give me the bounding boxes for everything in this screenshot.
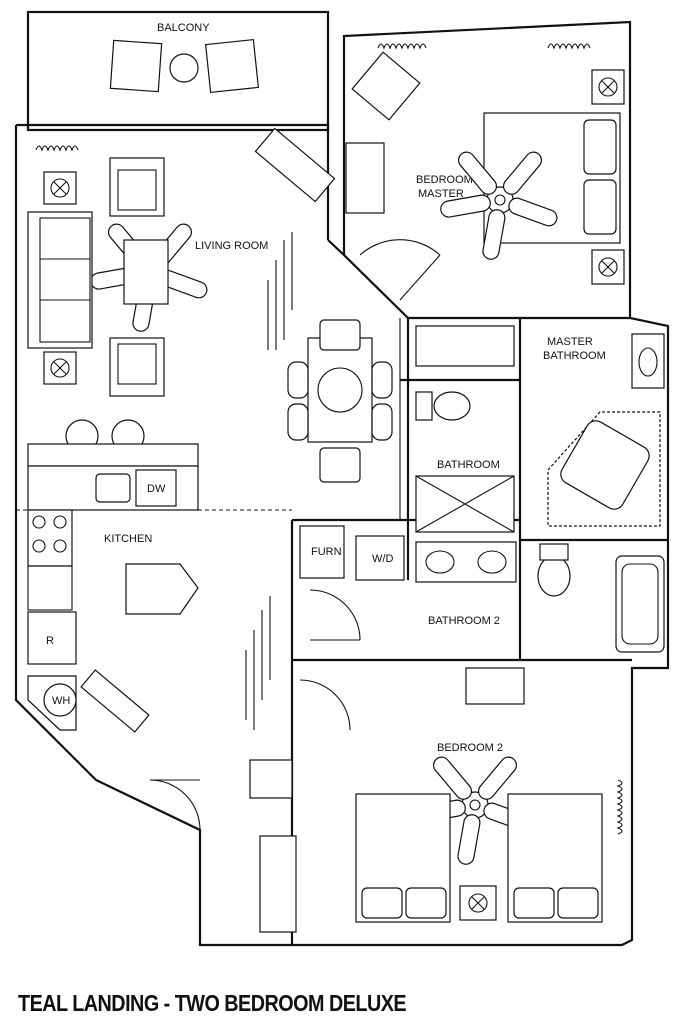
room-label-bathroom-2: BATHROOM 2 (428, 615, 500, 627)
dining-chair (287, 361, 309, 399)
master-bedroom: BEDROOM MASTER (345, 51, 625, 301)
dining-chair (287, 403, 309, 441)
ceiling-fan (440, 151, 558, 260)
room-label-bedroom-master-2: MASTER (418, 188, 464, 200)
label-dw: DW (147, 483, 166, 495)
dining-chair (371, 361, 393, 399)
kitchen: KITCHEN DW R WH (27, 443, 271, 831)
water-heater (43, 683, 77, 717)
label-wd: W/D (372, 553, 393, 565)
room-label-master-bathroom-1: MASTER (547, 336, 593, 348)
toilet (537, 555, 571, 597)
balcony: BALCONY (109, 22, 260, 94)
refrigerator (27, 611, 77, 665)
dining-chair (371, 403, 393, 441)
pantry-shelf (80, 669, 150, 733)
closet-shelf (259, 835, 297, 933)
pillow (583, 119, 617, 175)
radiators (35, 43, 623, 835)
double-vanity (415, 541, 517, 583)
dining-chair (319, 319, 361, 351)
armchair (351, 51, 421, 121)
room-label-master-bathroom-2: BATHROOM (543, 350, 606, 362)
bathtub (615, 555, 665, 653)
furnace (299, 525, 345, 579)
end-table (43, 171, 77, 205)
room-label-balcony: BALCONY (157, 22, 210, 34)
dining-table (307, 337, 373, 443)
armchair (109, 157, 165, 217)
living-room: LIVING ROOM (27, 127, 393, 483)
dishwasher (135, 469, 177, 507)
dresser (465, 667, 525, 705)
dresser (345, 142, 385, 214)
vanity (631, 333, 665, 389)
balcony-chair (204, 38, 260, 94)
closet-shelf (249, 759, 293, 799)
room-label-kitchen: KITCHEN (104, 533, 152, 545)
utility: FURN W/D (299, 525, 405, 731)
kitchen-bar (27, 443, 199, 467)
exterior-walls (14, 10, 670, 947)
balcony-table (169, 53, 199, 83)
tv-stand (254, 127, 336, 203)
toilet (433, 391, 471, 421)
stove (27, 509, 73, 567)
armchair (109, 337, 165, 397)
coffee-table (123, 239, 169, 305)
label-r: R (46, 635, 54, 647)
bathroom: BATHROOM (415, 325, 515, 533)
washer-dryer (355, 535, 405, 581)
label-wh: WH (52, 695, 70, 707)
ceiling-fan (415, 756, 533, 865)
room-label-bedroom-2: BEDROOM 2 (437, 742, 503, 754)
bedroom-2: BEDROOM 2 (249, 667, 603, 933)
pillow (583, 179, 617, 235)
linen-closet (415, 325, 515, 367)
sofa (27, 211, 93, 349)
dining-chair (319, 447, 361, 483)
label-furn: FURN (311, 546, 342, 558)
room-label-bedroom-master-1: BEDROOM (416, 174, 473, 186)
kitchen-island (125, 563, 199, 615)
sink (95, 473, 131, 503)
room-label-bathroom: BATHROOM (437, 459, 500, 471)
master-bathroom: MASTER BATHROOM (543, 333, 665, 527)
plan-title: TEAL LANDING - TWO BEDROOM DELUXE (18, 990, 407, 1016)
bathroom-2: BATHROOM 2 (415, 541, 665, 653)
balcony-chair (109, 39, 163, 93)
room-label-living-room: LIVING ROOM (195, 240, 268, 252)
